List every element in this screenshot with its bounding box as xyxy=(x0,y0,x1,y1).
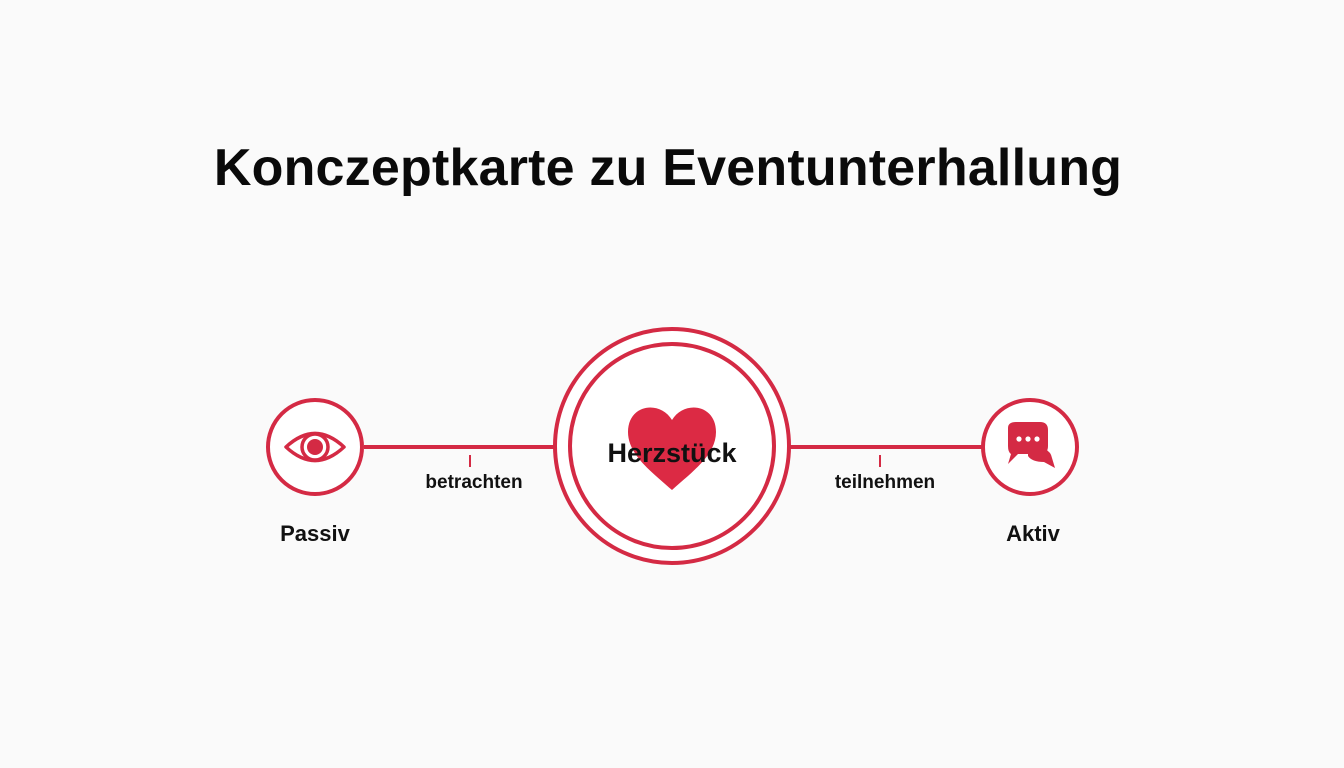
node-herzstueck xyxy=(553,327,791,565)
node-aktiv xyxy=(981,398,1079,496)
heart-icon xyxy=(628,407,716,490)
page-title: Konczeptkarte zu Eventunterhallung xyxy=(213,139,1123,197)
node-label-center: Herzstück xyxy=(607,438,737,468)
edge-label-left: betrachten xyxy=(425,472,523,493)
speech-bubbles-icon xyxy=(1008,422,1055,468)
node-label-right: Aktiv xyxy=(1006,521,1060,546)
edge-label-right: teilnehmen xyxy=(834,472,936,493)
node-label-left: Passiv xyxy=(280,521,350,546)
eye-icon xyxy=(284,431,346,463)
node-passiv xyxy=(266,398,364,496)
